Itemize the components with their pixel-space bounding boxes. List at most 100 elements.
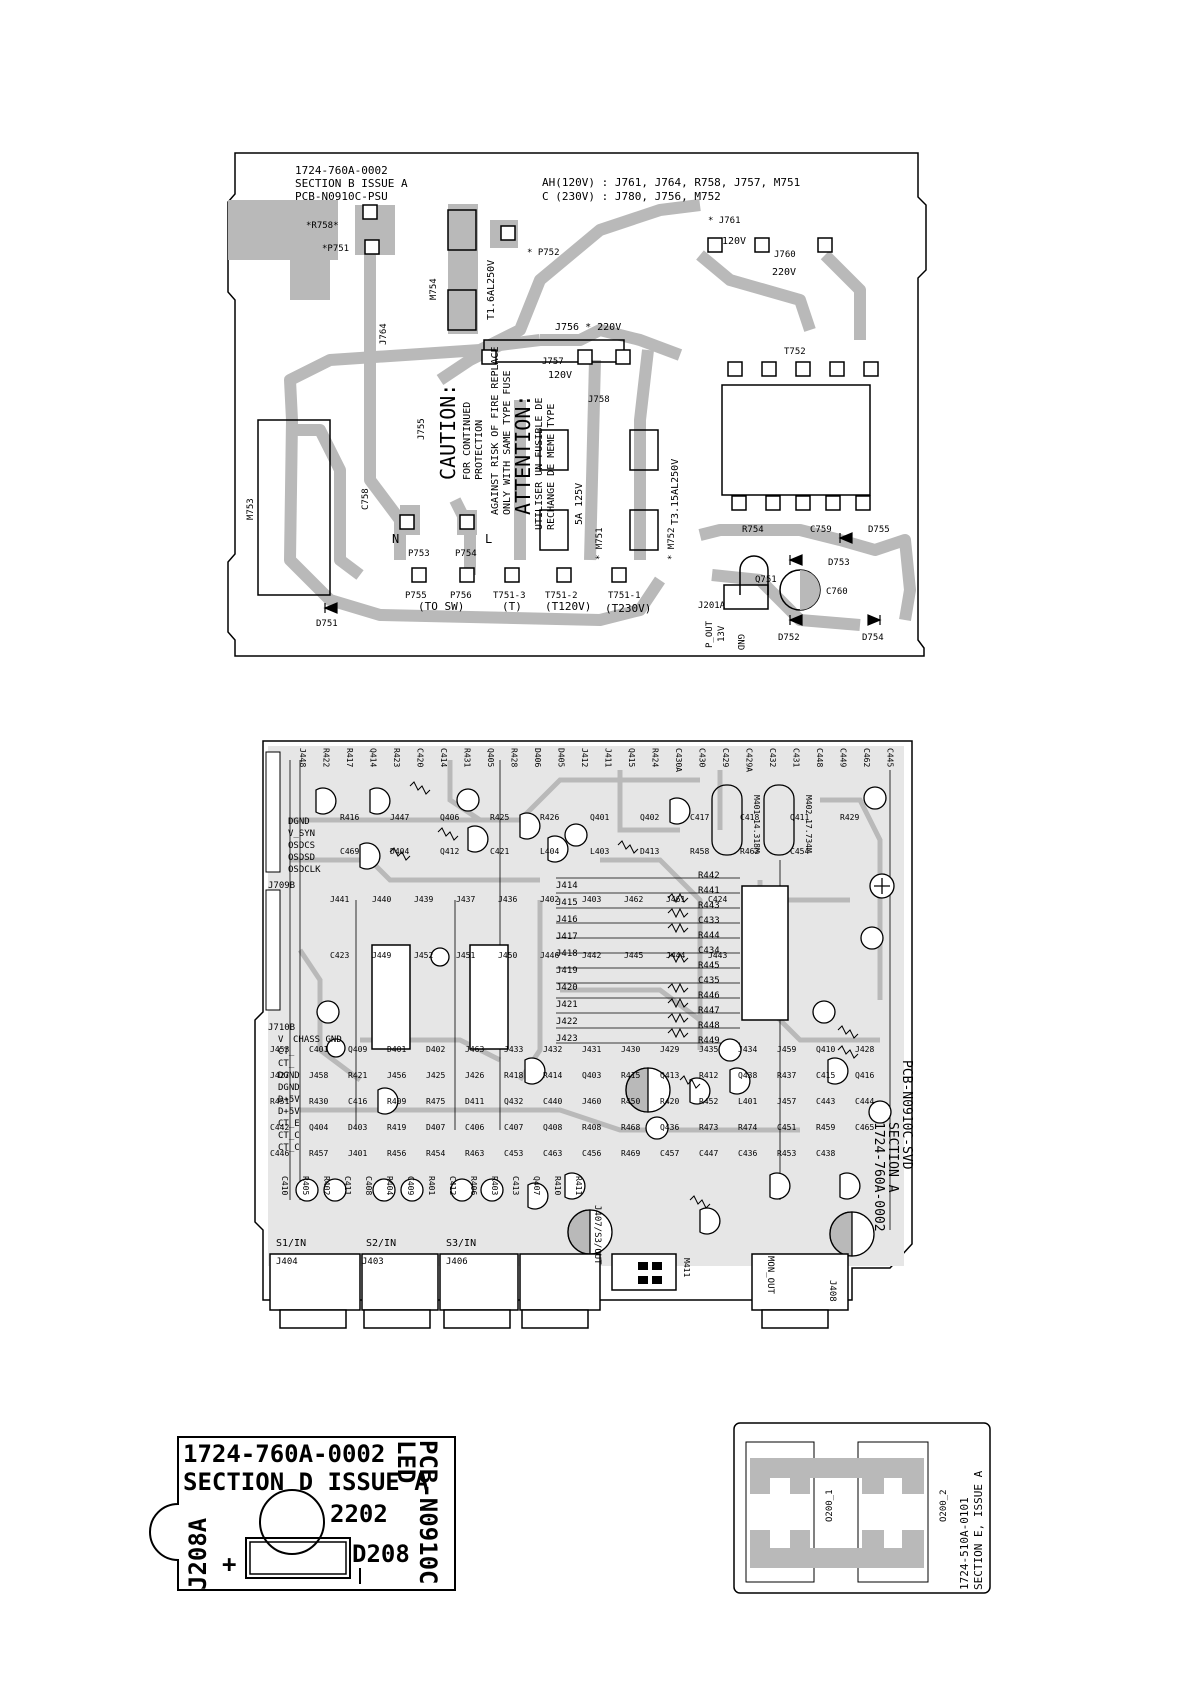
ref-designator: J423 <box>556 1034 578 1044</box>
ref-designator: C431 <box>792 748 801 767</box>
ref-designator: C417 <box>690 813 709 822</box>
ref-designator: R410 <box>553 1176 562 1195</box>
led-plus: + <box>222 1550 236 1578</box>
svd-crystal2-label: M402 17.734M <box>804 795 813 853</box>
ref-designator: R456 <box>387 1149 406 1158</box>
ref-designator: Q415 <box>627 748 636 767</box>
psu-pad-block2 <box>290 220 330 300</box>
ref-designator: J449 <box>372 951 391 960</box>
ref-designator: D407 <box>426 1123 445 1132</box>
ref-designator: C457 <box>660 1149 679 1158</box>
ref-designator: L404 <box>540 847 559 856</box>
psu-label-p752: * P752 <box>527 248 560 258</box>
ref-designator: Q432 <box>504 1097 523 1106</box>
ref-designator: C433 <box>698 916 720 926</box>
svd-jack-j408: J408 <box>827 1280 837 1302</box>
svd-signal: V <box>278 1035 284 1045</box>
psu-label-13v: 13V <box>717 625 727 642</box>
ref-designator: J440 <box>372 895 391 904</box>
ref-designator: Q402 <box>640 813 659 822</box>
ref-designator: C454 <box>790 847 809 856</box>
ref-designator: J457 <box>777 1097 796 1106</box>
psu-header-1: 1724-760A-0002 <box>295 164 388 177</box>
ref-designator: J435 <box>699 1045 718 1054</box>
ref-designator: J422 <box>556 1017 578 1027</box>
ref-designator: Q411 <box>790 813 809 822</box>
ref-designator: D404 <box>390 847 409 856</box>
svd-ic-401 <box>741 885 789 1021</box>
ref-designator: C407 <box>504 1123 523 1132</box>
ref-designator: C413 <box>511 1176 520 1195</box>
ref-designator: J437 <box>456 895 475 904</box>
ref-designator: J430 <box>621 1045 640 1054</box>
psu-label-j757: J757 <box>542 357 564 367</box>
ref-designator: C451 <box>777 1123 796 1132</box>
psu-label-n: N <box>392 532 399 546</box>
psu-label-m753: M753 <box>246 498 256 520</box>
ref-designator: C448 <box>815 748 824 767</box>
ref-designator: R409 <box>387 1097 406 1106</box>
ref-designator: J452 <box>414 951 433 960</box>
psu-label-fuse3: T3.15AL250V <box>670 459 681 525</box>
psu-fuse-m754-top <box>447 209 477 251</box>
svd-traces <box>290 760 883 1133</box>
psu-header-2: SECTION B ISSUE A <box>295 177 408 190</box>
ref-designator: R425 <box>490 813 509 822</box>
ref-designator: R444 <box>698 931 720 941</box>
psu-label-j201a: J201A <box>698 601 726 611</box>
svd-chass-gnd: CHASS GND <box>293 1035 342 1045</box>
psu-caution2-line2: ONLY WITH SAME TYPE FUSE <box>502 371 513 516</box>
psu-label-r754: R754 <box>742 525 764 535</box>
led-d208-inner <box>249 1541 347 1575</box>
psu-attention-line1: UTILISER UN FUSIBLE DE <box>534 398 545 530</box>
ref-designator: J417 <box>556 932 578 942</box>
psu-board: 1724-760A-0002 SECTION B ISSUE A PCB-N09… <box>227 152 927 657</box>
ref-designator: R431 <box>463 748 472 767</box>
sece-side-2: SECTION E, ISSUE A <box>972 1470 985 1590</box>
psu-d755-diode <box>838 532 853 544</box>
ref-designator: R475 <box>426 1097 445 1106</box>
svd-right-rows: R442R441R443C433R444C434R445C435R446R447… <box>698 871 720 1046</box>
sece-pad-right-frame <box>857 1441 929 1583</box>
ref-designator: J447 <box>390 813 409 822</box>
psu-attention-title: ATTENTION: <box>511 395 535 515</box>
ref-designator: J403 <box>582 895 601 904</box>
led-outline <box>149 1436 456 1591</box>
svd-signal: D+5V <box>278 1095 300 1105</box>
ref-designator: D405 <box>557 748 566 767</box>
ref-designator: J461 <box>666 895 685 904</box>
ref-designator: R450 <box>621 1097 640 1106</box>
psu-d753-diode <box>788 554 803 566</box>
ref-designator: J453 <box>270 1045 289 1054</box>
ref-designator: C440 <box>543 1097 562 1106</box>
psu-pads <box>362 204 879 583</box>
led-lens <box>259 1489 325 1555</box>
ref-designator: Q409 <box>348 1045 367 1054</box>
svd-signal: CT_C <box>278 1143 300 1153</box>
psu-label-t7512: T751-2 <box>545 591 578 601</box>
psu-label-p756: P756 <box>450 591 472 601</box>
svd-signal: DGND <box>288 817 310 827</box>
ref-designator: J426 <box>465 1071 484 1080</box>
svd-transistors <box>315 787 861 1235</box>
ref-designator: D411 <box>465 1097 484 1106</box>
ref-designator: Q436 <box>660 1123 679 1132</box>
ref-designator: C411 <box>343 1176 352 1195</box>
led-line-1: 1724-760A-0002 <box>183 1440 385 1468</box>
psu-label-c760: C760 <box>826 587 848 597</box>
svd-signal: OSDCLK <box>288 865 321 875</box>
svd-big-cap-left-polarity <box>567 1209 591 1255</box>
svd-trimmer-cross <box>874 878 890 894</box>
ref-designator: J442 <box>582 951 601 960</box>
svd-signal: DGND <box>278 1083 300 1093</box>
svd-jack-j403: J403 <box>362 1257 384 1267</box>
psu-label-q751: Q751 <box>755 575 777 585</box>
psu-label-d753: D753 <box>828 558 850 568</box>
ref-designator: D413 <box>640 847 659 856</box>
ref-designator: R457 <box>309 1149 328 1158</box>
psu-label-m754: M754 <box>429 278 439 300</box>
ref-designator: R412 <box>699 1071 718 1080</box>
ref-designator: R411 <box>574 1176 583 1195</box>
psu-caution-line1: FOR CONTINUED <box>462 402 473 480</box>
